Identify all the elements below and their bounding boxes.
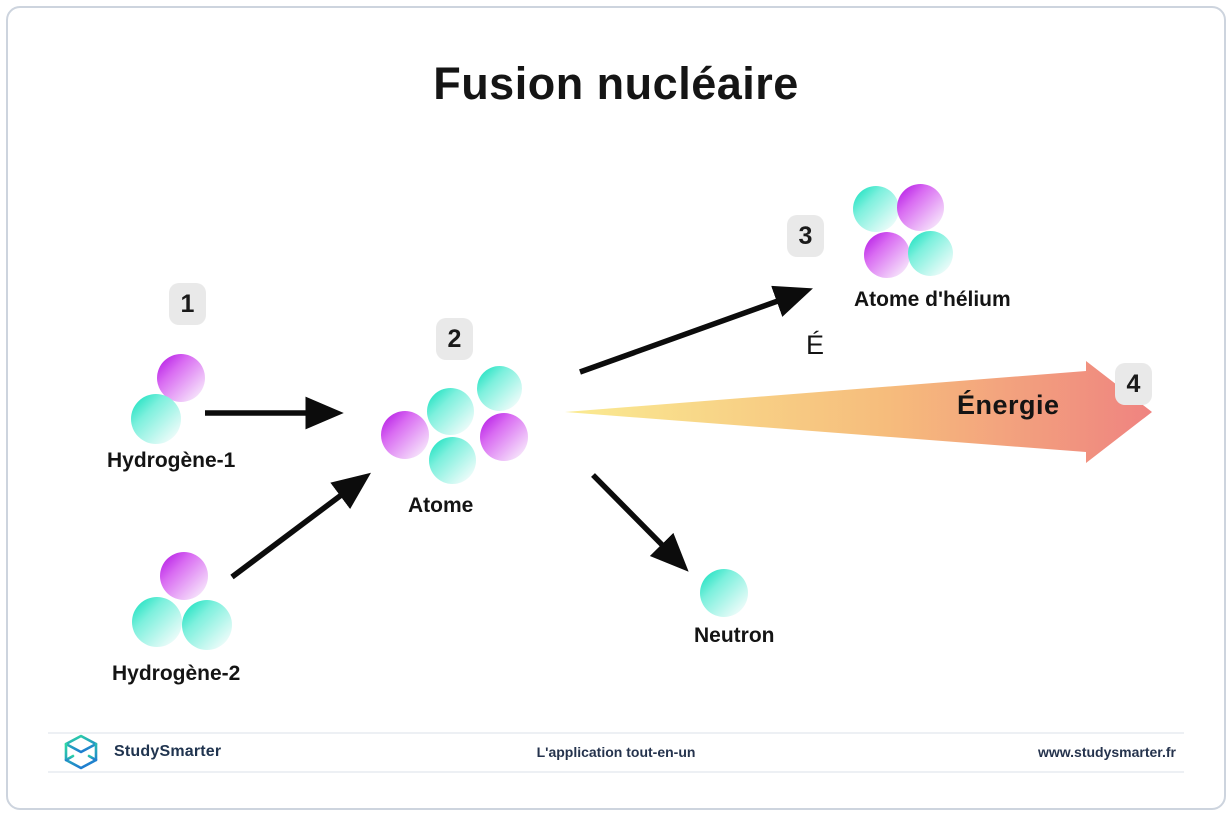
particle-magenta <box>381 411 429 459</box>
studysmarter-logo-icon <box>64 734 98 770</box>
particle-cyan <box>182 600 232 650</box>
particle-cyan <box>700 569 748 617</box>
particle-cyan <box>429 437 476 484</box>
footer-divider-bottom <box>48 771 1184 773</box>
particle-cyan <box>477 366 522 411</box>
particle-cyan <box>427 388 474 435</box>
step-badge-3: 3 <box>787 215 824 257</box>
label-neutron: Neutron <box>694 624 775 647</box>
particle-magenta <box>157 354 205 402</box>
label-helium: Atome d'hélium <box>854 288 1011 311</box>
particle-magenta <box>897 184 944 231</box>
label-hydrogene-1: Hydrogène-1 <box>107 449 236 472</box>
particle-magenta <box>480 413 528 461</box>
footer-divider-top <box>48 732 1184 734</box>
page-title: Fusion nucléaire <box>433 58 799 109</box>
particle-cyan <box>853 186 899 232</box>
particle-magenta <box>160 552 208 600</box>
energy-symbol: É <box>806 330 825 360</box>
studysmarter-brand-name: StudySmarter <box>114 743 222 760</box>
step-badge-2: 2 <box>436 318 473 360</box>
footer-tagline: L'application tout-en-un <box>536 744 696 760</box>
label-energie: Énergie <box>957 390 1060 420</box>
particle-magenta <box>864 232 910 278</box>
step-badge-1: 1 <box>169 283 206 325</box>
label-atome: Atome <box>408 494 474 517</box>
particle-cyan <box>132 597 182 647</box>
footer-website: www.studysmarter.fr <box>1038 744 1176 760</box>
particle-cyan <box>131 394 181 444</box>
label-hydrogene-2: Hydrogène-2 <box>112 662 241 685</box>
step-badge-4: 4 <box>1115 363 1152 405</box>
studysmarter-brand: StudySmarter <box>58 733 221 771</box>
particle-cyan <box>908 231 953 276</box>
